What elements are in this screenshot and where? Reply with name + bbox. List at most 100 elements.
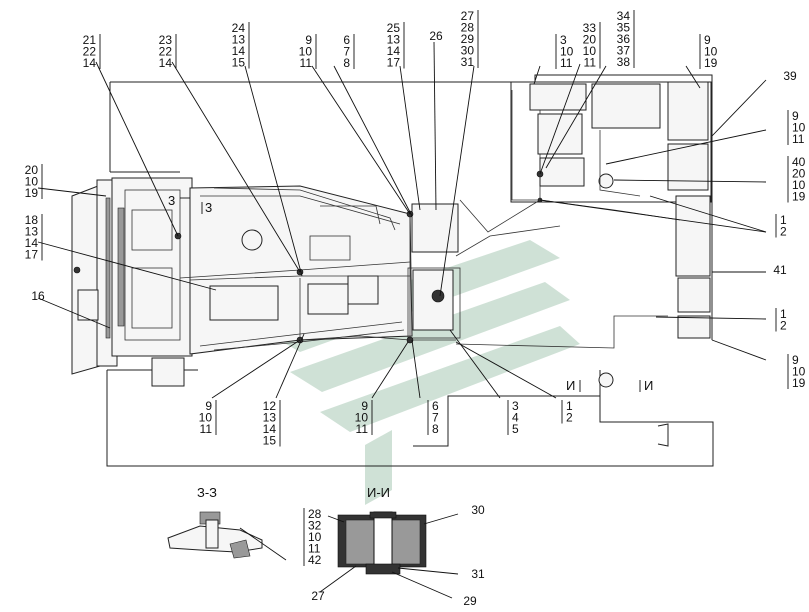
callout-number: 10 [583, 44, 597, 58]
callout-number: 18 [25, 213, 39, 227]
callout-number: 33 [583, 21, 597, 35]
callout-number: 27 [311, 589, 325, 603]
callout-number: 26 [429, 29, 443, 43]
callout-stack: 678 [427, 399, 439, 436]
callout-number: 38 [617, 55, 631, 69]
callout-number: 14 [159, 56, 173, 70]
callout-number: 41 [773, 263, 787, 277]
callout-number: 9 [205, 399, 212, 413]
callout-stack: 12 [775, 213, 787, 239]
callout-number: 11 [300, 56, 313, 70]
callout-stack: 26 [429, 29, 443, 43]
callout-number: 7 [343, 45, 350, 59]
callout-number: 14 [25, 236, 39, 250]
callout-stack: 31 [471, 567, 485, 581]
mid-section [407, 199, 561, 339]
callout-stack: 345 [507, 399, 519, 436]
callout-number: 20 [25, 163, 39, 177]
callout-number: 11 [200, 422, 213, 436]
callout-number: 19 [704, 56, 718, 70]
callout-number: 14 [232, 44, 246, 58]
callout-stack: 27 [311, 589, 325, 603]
callout-number: 10 [792, 365, 806, 379]
callout-number: 13 [25, 225, 39, 239]
callout-number: 25 [387, 21, 401, 35]
section-zz-detail [167, 511, 287, 561]
section-marks: 3 3 И И З-З И-И [168, 193, 653, 500]
callout-number: 9 [361, 399, 368, 413]
callout-number: 6 [432, 399, 439, 413]
callout-number: 31 [471, 567, 485, 581]
callout-number: 10 [704, 45, 718, 59]
callout-number: 39 [783, 69, 797, 83]
section-title-ii: И-И [367, 485, 390, 500]
callout-number: 13 [263, 411, 277, 425]
callout-number: 14 [83, 56, 97, 70]
callout-number: 2 [780, 319, 787, 333]
callout-number: 29 [463, 594, 477, 608]
callout-number: 1 [780, 213, 787, 227]
callout-number: 37 [617, 44, 631, 58]
callout-stack: 12 [561, 399, 573, 425]
callout-number: 29 [461, 32, 475, 46]
callout-stack: 29 [463, 594, 477, 608]
callout-number: 11 [308, 542, 321, 556]
right-compartment [455, 81, 711, 447]
callout-number: 22 [83, 45, 97, 59]
callout-number: 28 [308, 507, 322, 521]
callout-number: 5 [512, 422, 519, 436]
callout-number: 31 [461, 55, 475, 69]
callout-number: 10 [308, 530, 322, 544]
callout-number: 30 [471, 503, 485, 517]
callout-number: 21 [83, 33, 97, 47]
callout-number: 17 [25, 248, 39, 262]
callout-stack: 16 [31, 289, 45, 303]
callout-number: 10 [560, 45, 574, 59]
callout-number: 20 [792, 167, 806, 181]
section-title-zz: З-З [197, 485, 217, 500]
callout-number: 8 [432, 422, 439, 436]
callout-number: 14 [387, 44, 401, 58]
callout-number: 4 [512, 411, 519, 425]
callout-stack: 39 [783, 69, 797, 83]
callout-number: 32 [308, 519, 322, 533]
callout-number: 27 [461, 9, 475, 23]
callout-number: 2 [780, 225, 787, 239]
leader-lines [37, 41, 767, 399]
callout-number: 42 [308, 553, 322, 567]
callout-stack: 12 [775, 307, 787, 333]
callout-number: 8 [343, 56, 350, 70]
callout-number: 40 [792, 155, 806, 169]
callout-number: 17 [387, 56, 401, 70]
callout-number: 19 [792, 376, 806, 390]
callout-number: 11 [560, 56, 573, 70]
callout-number: 19 [25, 186, 39, 200]
callout-number: 1 [780, 307, 787, 321]
section-mark-i-right: И [644, 378, 653, 393]
callout-number: 1 [566, 399, 573, 413]
callout-number: 3 [512, 399, 519, 413]
callout-number: 9 [792, 109, 799, 123]
callout-number: 10 [792, 121, 806, 135]
callout-number: 10 [299, 45, 313, 59]
callout-stack: 30 [471, 503, 485, 517]
section-mark-i-left: И [566, 378, 575, 393]
callout-number: 36 [617, 32, 631, 46]
callout-labels: 2122142322142413141591011678251314172627… [25, 9, 806, 608]
callout-number: 11 [584, 56, 597, 70]
